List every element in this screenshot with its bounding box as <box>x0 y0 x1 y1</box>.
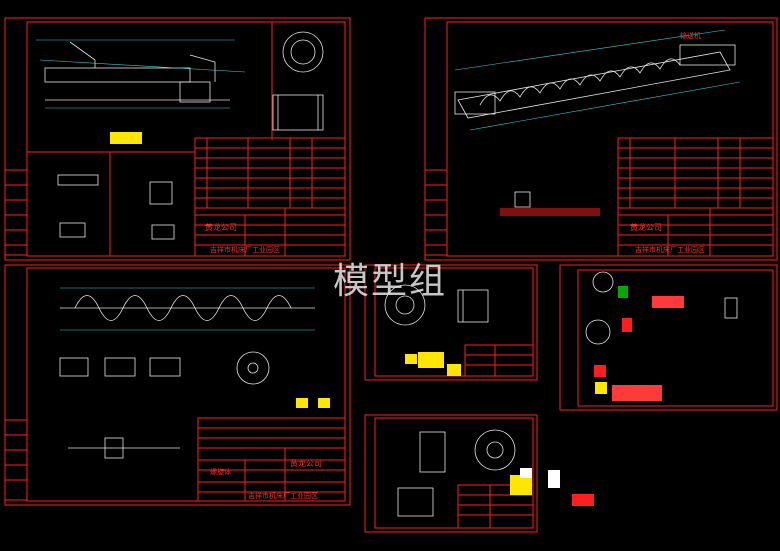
sheet-3-name: 螺旋体 <box>210 467 231 476</box>
sheet-6-red-b <box>622 318 632 332</box>
sheet-6-geometry <box>585 271 738 345</box>
sheet-1-dimensions <box>36 39 246 109</box>
sheet-6-green <box>618 286 628 298</box>
sheet-2-company: 黄龙公司 <box>630 222 662 232</box>
sheet-4-geometry <box>384 284 489 326</box>
sheet-4-hl-2 <box>418 352 444 368</box>
sheet-5-geometry <box>397 429 516 517</box>
sheet-2 <box>424 17 778 261</box>
sheet-6-red-c <box>594 365 606 377</box>
sheet-3-address: 吉祥市机床厂工业园区 <box>248 491 318 500</box>
sheet-3-geometry <box>59 295 315 459</box>
sheet-2-caption-band <box>500 208 600 216</box>
sheet-1-geometry <box>44 31 324 240</box>
sheet-3-company: 黄龙公司 <box>290 458 322 468</box>
sheet-6 <box>559 264 778 411</box>
sheet-6-yellow <box>595 382 607 394</box>
sheet-4-hl-3 <box>447 364 461 376</box>
sheet-5-highlight <box>510 475 532 495</box>
sheet-5 <box>364 414 538 533</box>
sheet-5-red-block <box>572 494 594 506</box>
sheet-5-white-a <box>520 468 532 478</box>
sheet-3-dimensions <box>60 287 315 331</box>
sheet-2-dimensions <box>454 29 741 131</box>
sheet-3 <box>4 264 351 506</box>
sheet-2-address: 吉祥市机床厂工业园区 <box>635 245 705 254</box>
sheet-1-highlight <box>110 132 142 144</box>
sheet-1-address: 吉祥市机床厂工业园区 <box>210 245 280 254</box>
sheet-3-highlight-a <box>296 398 308 408</box>
sheet-5-white-b <box>548 470 560 488</box>
sheet-3-highlight-b <box>318 398 330 408</box>
sheet-1 <box>4 17 351 261</box>
sheet-4-hl-1 <box>405 354 417 364</box>
sheet-2-geometry <box>454 44 736 208</box>
sheet-1-company: 黄龙公司 <box>205 222 237 232</box>
sheet-2-name: 输送机 <box>680 31 701 40</box>
sheet-6-red-a <box>652 296 684 308</box>
sheet-6-red-d <box>612 385 662 401</box>
